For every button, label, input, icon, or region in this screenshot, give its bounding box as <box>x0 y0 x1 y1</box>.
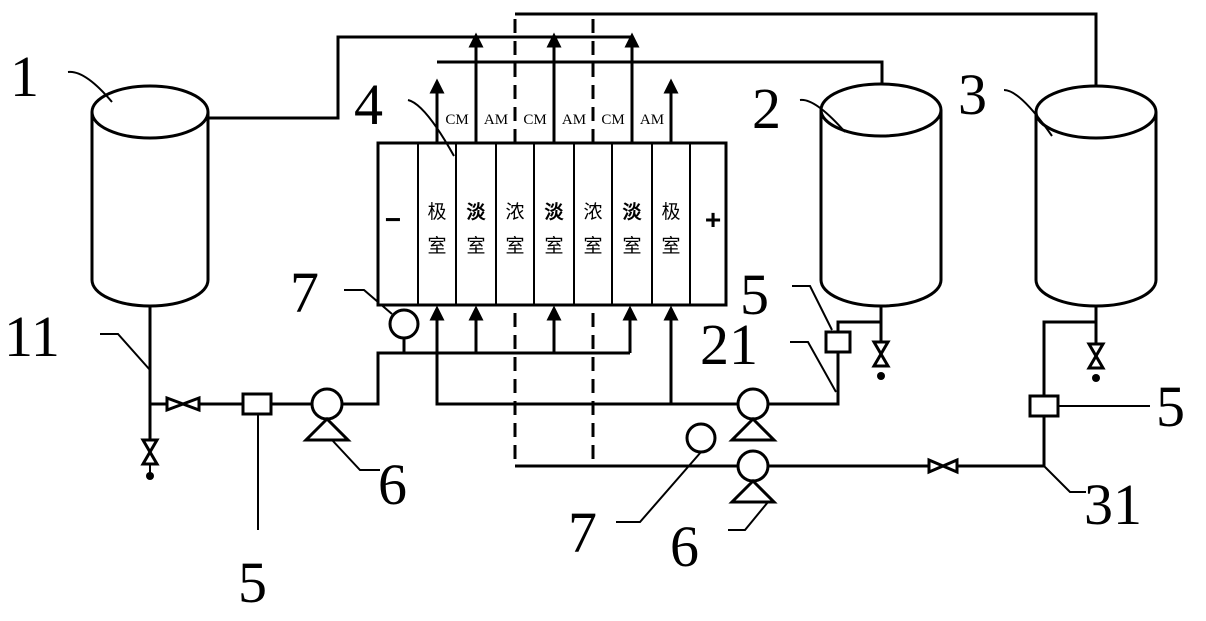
valve-31-leader <box>1043 465 1086 493</box>
electrode-rinse-feed-pipe-b <box>435 313 738 406</box>
chamber-4-line2: 室 <box>544 235 563 257</box>
chamber-7-line2: 室 <box>661 235 680 257</box>
valve-11-label: 11 <box>4 304 60 369</box>
membrane-label-5: CM <box>601 112 624 128</box>
tank-1-leader <box>67 70 113 103</box>
tank-3-label: 3 <box>958 62 987 127</box>
flowmeter-left-label: 5 <box>238 550 267 615</box>
tank-3 <box>1034 84 1158 308</box>
chamber-5-line1: 浓 <box>583 201 602 223</box>
tank-2-drain-valve <box>871 340 891 380</box>
valve-21-leader <box>790 341 837 393</box>
gauge-bottom-leader <box>616 451 702 523</box>
tank-3-leader <box>1003 89 1053 137</box>
electrode-rinse-feed-pipe-a <box>768 352 840 406</box>
tank-3-drain-valve <box>1086 342 1106 382</box>
tank-3-outlet-pipe <box>1042 320 1096 396</box>
valve-11-leader <box>100 333 151 371</box>
pump-left-label: 6 <box>378 452 407 517</box>
pump-mid <box>728 387 778 442</box>
membrane-label-4: AM <box>562 112 586 128</box>
valve-31-label: 31 <box>1084 472 1142 537</box>
chamber-6-line2: 室 <box>622 235 641 257</box>
negative-electrode-sign: − <box>385 204 401 235</box>
valve-21-label: 21 <box>700 312 758 377</box>
stack-outlet-risers <box>429 32 679 143</box>
chamber-4-line1: 淡 <box>544 201 564 223</box>
dilute-return-pipe <box>208 35 632 120</box>
gauge-left-label: 7 <box>290 260 319 325</box>
chamber-1-line2: 室 <box>427 235 446 257</box>
chamber-3-line2: 室 <box>505 235 524 257</box>
chamber-7-line1: 极 <box>661 201 680 223</box>
chamber-1-line1: 极 <box>427 201 446 223</box>
flowmeter-mid-leader <box>792 285 833 331</box>
flowmeter-mid-label: 5 <box>740 262 769 327</box>
electrode-rinse-return-pipe <box>437 60 884 108</box>
stack-4-label: 4 <box>354 72 383 137</box>
pump-bottom-label: 6 <box>670 514 699 579</box>
pump-bottom-leader <box>728 501 769 531</box>
tank-2-label: 2 <box>752 76 781 141</box>
concentrate-inline-valve <box>927 457 959 475</box>
pump-left-leader <box>331 439 380 471</box>
chamber-2-line1: 淡 <box>466 201 486 223</box>
membrane-label-6: AM <box>640 112 664 128</box>
pump-left <box>302 387 352 442</box>
dilute-inlet-risers <box>468 305 638 353</box>
flowmeter-right-label: 5 <box>1156 374 1185 439</box>
gauge-bottom-label: 7 <box>568 500 597 565</box>
membrane-label-1: CM <box>445 112 468 128</box>
chamber-2-line2: 室 <box>466 235 485 257</box>
pump-bottom <box>728 449 778 504</box>
membrane-labels: CM AM CM AM CM AM <box>445 112 664 128</box>
positive-electrode-sign: + <box>705 204 721 235</box>
tank-2-leader <box>799 98 846 133</box>
flowmeter-left <box>241 392 273 416</box>
left-inline-valve <box>165 395 201 413</box>
tank-2-outlet-pipe <box>836 320 881 332</box>
tank-1 <box>90 84 210 308</box>
concentrate-return-pipe <box>515 12 1098 108</box>
left-feed-pipe-c <box>342 351 630 406</box>
chamber-6-line1: 淡 <box>622 201 642 223</box>
membrane-label-3: CM <box>523 112 546 128</box>
concentrate-outlet-risers <box>513 14 595 466</box>
tank-1-label: 1 <box>10 44 39 109</box>
chamber-5-line2: 室 <box>583 235 602 257</box>
tank-1-drain-valve <box>140 438 160 480</box>
gauge-bottom <box>685 422 717 454</box>
stack-4-leader <box>407 99 455 157</box>
chamber-labels: 极 室 淡 室 浓 室 淡 室 浓 室 淡 室 极 室 <box>427 201 680 257</box>
flowmeter-right <box>1028 394 1060 418</box>
tank-2 <box>819 82 943 308</box>
gauge-left <box>388 308 420 340</box>
membrane-label-2: AM <box>484 112 508 128</box>
chamber-3-line1: 浓 <box>505 201 524 223</box>
electrodialysis-stack <box>376 141 728 307</box>
flowmeter-mid <box>824 330 852 354</box>
